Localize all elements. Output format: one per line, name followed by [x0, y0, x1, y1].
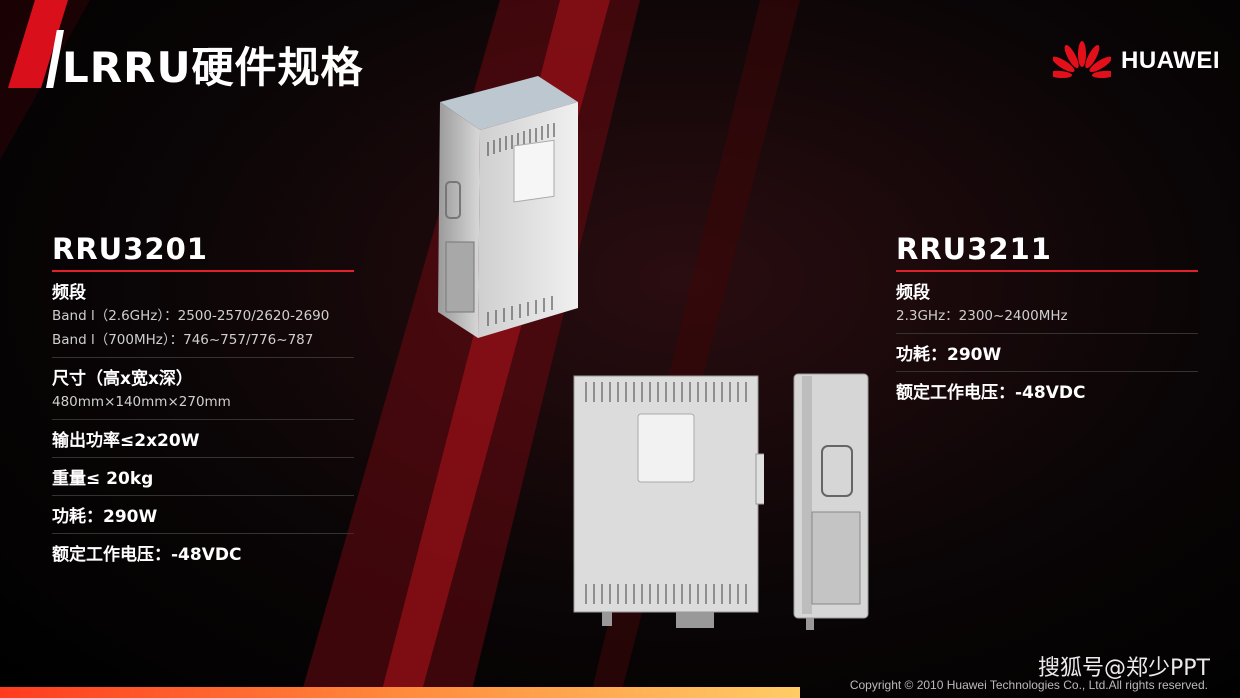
spec-label: 额定工作电压：-48VDC: [52, 545, 242, 565]
red-divider: [896, 270, 1198, 272]
huawei-flower-icon: [1053, 41, 1111, 79]
spec-label: 尺寸（高x宽x深）: [52, 369, 193, 389]
spec-value: 2.3GHz：2300~2400MHz: [896, 308, 1068, 324]
page-title: LRRU硬件规格: [62, 43, 364, 92]
spec-row: 额定工作电压：-48VDC: [52, 534, 354, 571]
model-title: RRU3211: [896, 232, 1052, 266]
spec-value: Band l（700MHz）：746~757/776~787: [52, 332, 314, 348]
spec-label: 功耗：290W: [896, 345, 1002, 365]
footer-gradient-bar: [0, 687, 800, 698]
spec-row: 输出功率≤2x20W: [52, 420, 354, 458]
rru3211-front-image: [573, 375, 764, 628]
spec-row: 尺寸（高x宽x深） 480mm×140mm×270mm: [52, 358, 354, 420]
spec-label: 额定工作电压：-48VDC: [896, 383, 1086, 403]
spec-row: 功耗：290W: [896, 334, 1198, 372]
spec-row: 重量≤ 20kg: [52, 458, 354, 496]
spec-row: 功耗：290W: [52, 496, 354, 534]
spec-label: 重量≤ 20kg: [52, 469, 154, 489]
spec-label: 频段: [896, 283, 930, 303]
spec-value: Band l（2.6GHz）：2500-2570/2620-2690: [52, 308, 330, 324]
copyright-text: Copyright © 2010 Huawei Technologies Co.…: [849, 678, 1208, 692]
spec-list: 频段 2.3GHz：2300~2400MHz 功耗：290W 额定工作电压：-48VD…: [896, 272, 1198, 409]
spec-label: 频段: [52, 283, 86, 303]
spec-value: 480mm×140mm×270mm: [52, 394, 231, 410]
red-divider: [52, 270, 354, 272]
rru3201-spec-panel: RRU3201 频段 Band l（2.6GHz）：2500-2570/2620-…: [52, 232, 354, 571]
spec-row: 额定工作电压：-48VDC: [896, 372, 1198, 409]
rru3211-side-image: [793, 373, 869, 630]
spec-row: 频段 2.3GHz：2300~2400MHz: [896, 272, 1198, 334]
brand-name: HUAWEI: [1121, 47, 1220, 74]
model-title: RRU3201: [52, 232, 208, 266]
spec-label: 输出功率≤2x20W: [52, 431, 200, 451]
rru3201-device-image: [438, 76, 578, 338]
huawei-logo: HUAWEI: [1053, 40, 1220, 82]
spec-label: 功耗：290W: [52, 507, 158, 527]
rru3211-spec-panel: RRU3211 频段 2.3GHz：2300~2400MHz 功耗：290W 额定工作…: [896, 232, 1198, 409]
watermark: 搜狐号@郑少PPT: [1038, 656, 1210, 681]
